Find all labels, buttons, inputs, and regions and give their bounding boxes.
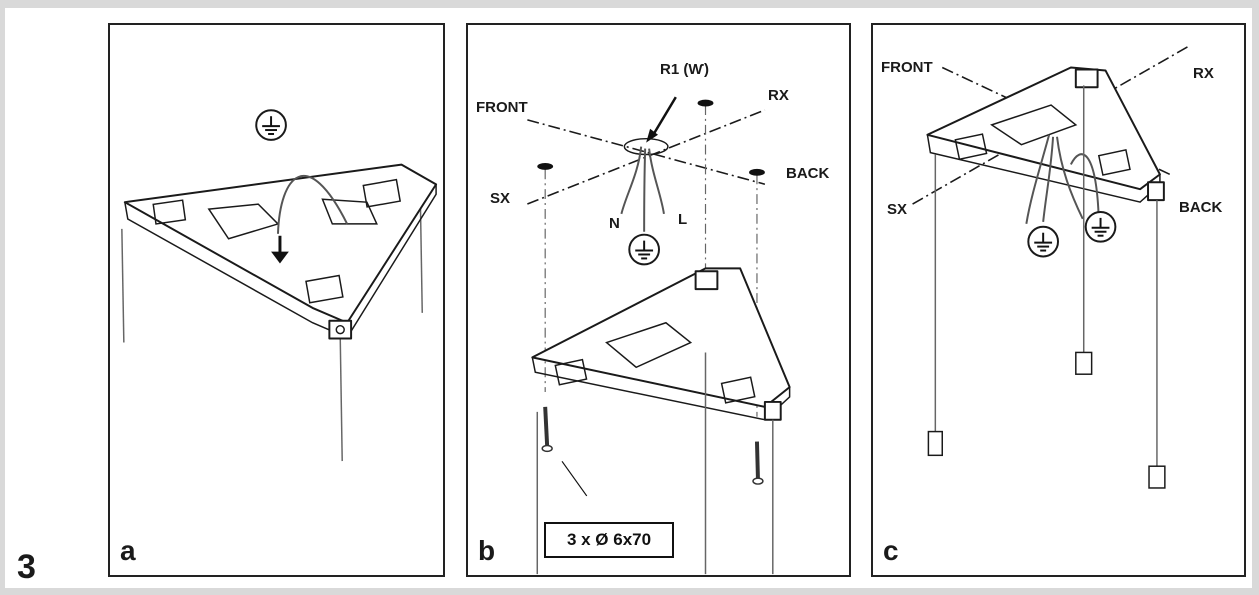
step-number: 3 [17, 548, 36, 586]
cable-right [419, 194, 423, 313]
earth-wire [643, 148, 647, 232]
cable-front [339, 337, 343, 462]
label-neutral: N [609, 215, 620, 232]
plate-recess [990, 104, 1078, 146]
plate-cutout [152, 199, 187, 225]
hole-marker-icon [697, 99, 714, 107]
screw-icon [752, 441, 764, 485]
cable-left [121, 228, 125, 343]
earth-ground-icon [628, 233, 660, 266]
label-live: L [678, 211, 688, 228]
instruction-sheet: 3 [5, 8, 1252, 588]
label-r1: R1 (Ⱳ) [660, 61, 709, 78]
plate-cutout [954, 133, 988, 161]
bracket-tab [328, 319, 353, 340]
plate-cutout [554, 358, 588, 386]
bracket-tab [763, 400, 782, 421]
bracket-hole [335, 324, 345, 335]
arrow-down-icon [271, 235, 289, 264]
panel-a: a [108, 23, 445, 577]
plate-cutout [1097, 149, 1131, 176]
mounting-plate [531, 267, 791, 408]
panel-c: FRONT RX SX BACK c [871, 23, 1246, 577]
plate-cutout [362, 178, 402, 208]
label-front: FRONT [476, 99, 528, 116]
plate-edge [926, 134, 1161, 203]
earth-ground-icon [255, 109, 287, 141]
cable-clip [1148, 465, 1166, 489]
label-sx: SX [887, 201, 908, 218]
front-back-axis [527, 119, 766, 185]
label-back: BACK [786, 165, 830, 182]
hole-marker-icon [749, 168, 765, 176]
wire-bundle [1056, 136, 1084, 220]
label-back: BACK [1179, 199, 1223, 216]
earth-wire [276, 174, 349, 234]
panel-letter: c [883, 535, 899, 566]
label-rx: RX [768, 87, 789, 104]
wire-bundle [1025, 134, 1051, 224]
label-front: FRONT [881, 59, 933, 76]
panel-a-drawing [121, 109, 438, 462]
r1-pointer [651, 96, 677, 138]
screw-icon [541, 406, 553, 453]
bracket-tab [1147, 181, 1165, 202]
plate-recess [321, 198, 378, 225]
panel-c-drawing [912, 45, 1190, 489]
cable-clip [927, 430, 943, 457]
wire-bundle [1042, 136, 1055, 222]
neutral-wire [620, 146, 643, 215]
plate-cutout [720, 376, 756, 404]
panel-b: R1 (Ⱳ) FRONT RX SX BACK N L 3 x Ø 6x70 b [466, 23, 851, 577]
screw-pointer [561, 460, 588, 497]
earth-loop-wire [1069, 153, 1100, 214]
bracket-tab [694, 270, 719, 291]
mounting-plate [926, 66, 1161, 191]
plate-recess [605, 321, 693, 369]
panel-b-drawing [527, 96, 791, 575]
screw-spec-box: 3 x Ø 6x70 [544, 522, 674, 558]
earth-ground-icon [1027, 225, 1059, 258]
plate-cutout [305, 274, 344, 304]
hole-marker-icon [537, 162, 554, 170]
earth-ground-icon [1084, 210, 1117, 243]
sx-rx-axis [527, 109, 766, 205]
label-rx: RX [1193, 65, 1214, 82]
live-wire [648, 148, 665, 215]
cable-hole [623, 137, 669, 156]
cable-clip [1075, 351, 1093, 375]
bracket-tab [1074, 68, 1099, 89]
label-sx: SX [490, 190, 511, 207]
panel-letter: b [478, 535, 496, 566]
panel-letter: a [120, 535, 136, 566]
